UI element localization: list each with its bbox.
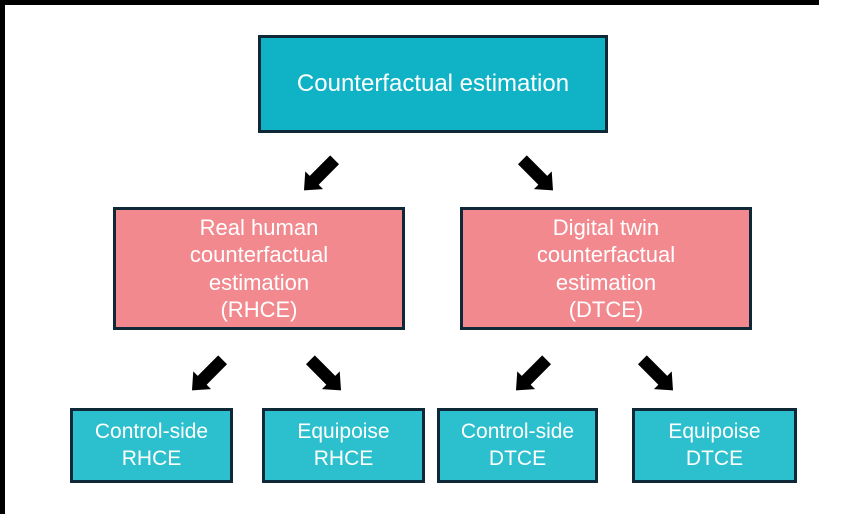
arrow-down-right-icon <box>628 349 682 403</box>
node-control-side-dtce: Control-side DTCE <box>437 408 598 483</box>
node-control-side-rhce: Control-side RHCE <box>70 408 233 483</box>
arrow-down-right-icon <box>296 349 350 403</box>
node-control-side-dtce-label: Control-side DTCE <box>460 420 575 470</box>
figure-frame-left <box>0 0 5 514</box>
node-dtce: Digital twin counterfactual estimation (… <box>460 207 752 330</box>
node-dtce-label: Digital twin counterfactual estimation (… <box>536 214 676 323</box>
node-equipoise-rhce-label: Equipoise RHCE <box>297 420 390 470</box>
arrow-down-left-icon <box>295 149 349 203</box>
node-rhce: Real human counterfactual estimation (RH… <box>113 207 405 330</box>
node-counterfactual-estimation: Counterfactual estimation <box>258 35 608 133</box>
arrow-down-right-icon <box>508 149 562 203</box>
edge-dtce-to-control-side-dtce <box>507 349 561 403</box>
edge-rhce-to-equipoise-rhce <box>296 349 350 403</box>
edge-root-to-dtce <box>508 149 562 203</box>
edge-rhce-to-control-side-rhce <box>183 349 237 403</box>
node-control-side-rhce-label: Control-side RHCE <box>94 420 209 470</box>
arrow-down-left-icon <box>507 349 561 403</box>
node-counterfactual-estimation-label: Counterfactual estimation <box>296 70 570 97</box>
edge-dtce-to-equipoise-dtce <box>628 349 682 403</box>
node-rhce-label: Real human counterfactual estimation (RH… <box>189 214 329 323</box>
figure-frame-top <box>0 0 819 5</box>
node-equipoise-dtce-label: Equipoise DTCE <box>668 420 761 470</box>
edge-root-to-rhce <box>295 149 349 203</box>
node-equipoise-rhce: Equipoise RHCE <box>262 408 425 483</box>
arrow-down-left-icon <box>183 349 237 403</box>
node-equipoise-dtce: Equipoise DTCE <box>632 408 797 483</box>
